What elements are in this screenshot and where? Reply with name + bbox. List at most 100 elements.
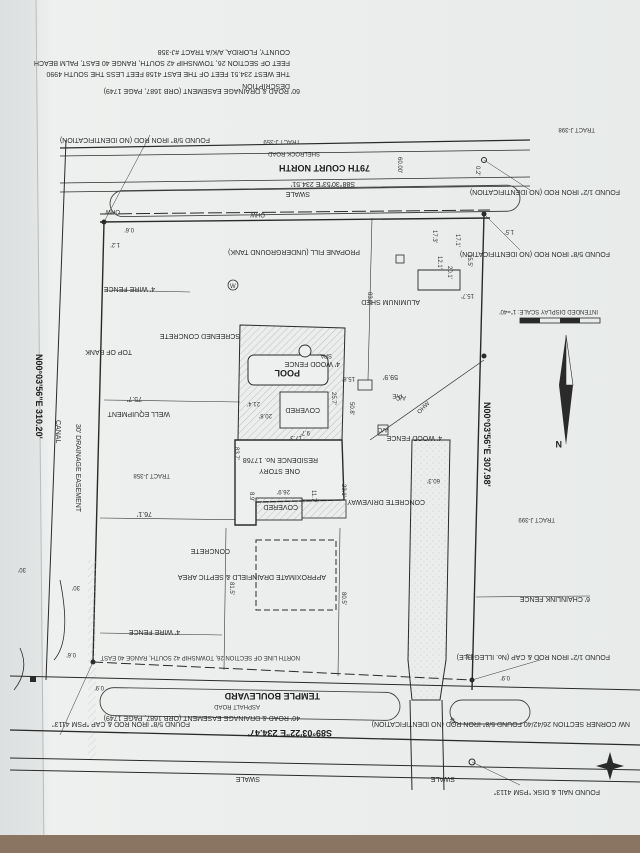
residence-line1: ONE STORY	[259, 467, 300, 474]
propane-label: PROPANE FILL (UNDERGROUND TANK)	[228, 248, 360, 255]
dim-815: 81.5'	[228, 582, 234, 595]
driveway-label: CONCRETE DRIVEWAY	[347, 498, 425, 505]
residence-complex	[234, 324, 389, 526]
south-street-name: TEMPLE BOULEVARD	[224, 691, 320, 701]
pe-box	[357, 379, 373, 391]
dim-837: 83.7'	[233, 447, 239, 460]
se-cap-label: FOUND 1/2" IRON ROD & CAP (No. ILLEGIBLE…	[457, 653, 610, 660]
spa-label: SPA	[320, 352, 332, 358]
ohw-north-label-2: OHW	[250, 211, 265, 217]
dim-757: 75.7'	[127, 395, 142, 402]
svg-text:N: N	[556, 439, 563, 449]
nw-rod-label: FOUND 5/8" IRON ROD (NO IDENTIFICATION)	[60, 136, 210, 143]
dim-231: 23.1'	[340, 484, 346, 497]
north-arrow-icon: N	[556, 334, 574, 449]
ac-label-2: A/C	[377, 426, 388, 432]
wire-fence-south: 4' WIRE FENCE	[129, 628, 180, 635]
ac-unit	[377, 424, 389, 436]
dim-97: 9.7'	[301, 429, 311, 435]
canal-label: CANAL	[54, 420, 61, 443]
shed-label: ALUMINUM SHED	[361, 298, 420, 305]
dim-09: 0.9'	[95, 684, 105, 690]
dim-208: 20.8'	[259, 412, 272, 418]
dim-30-south: 30'	[72, 584, 80, 590]
dim-11: 1.1'	[465, 652, 475, 658]
west-boundary-bearing: N00°03'56"E 310.20'	[34, 354, 44, 439]
dim-60: 60.00'	[396, 157, 402, 173]
wire-fence-west: 4' WIRE FENCE	[104, 285, 155, 292]
dim-09-east: 0.9'	[501, 674, 511, 680]
description-line3: COUNTY, FLORIDA, A/K/A TRACT #J-358	[158, 48, 290, 55]
dim-12: 1.2'	[111, 241, 121, 247]
dim-25: 25.7'	[330, 392, 336, 405]
spa	[298, 344, 312, 358]
description-block: DESCRIPTION THE WEST 234.51 FEET OF THE …	[34, 48, 290, 89]
section-line: NORTH LINE OF SECTION 26, TOWNSHIP 42 SO…	[100, 654, 300, 660]
dim-214: 21.4'	[247, 400, 260, 406]
ohw-north-label: OHW	[105, 208, 120, 214]
chainlink-fence: 6' CHAINLINK FENCE	[519, 595, 590, 602]
south-street-alt: ASPHALT ROAD	[214, 703, 260, 709]
description-heading: DESCRIPTION	[242, 82, 290, 89]
septic-label: APPROXIMATE DRAINFIELD & SEPTIC AREA	[178, 573, 326, 580]
wood-fence-north: 4' WOOD FENCE	[284, 360, 340, 367]
description-line2: FEET OF SECTION 26, TOWNSHIP 42 SOUTH, R…	[34, 59, 290, 66]
ac-label-1: A/C	[395, 394, 406, 400]
covered-label-north: COVERED	[285, 406, 320, 413]
dim-155: 15.5'	[466, 254, 472, 267]
nw-corner-monument-icon	[30, 676, 36, 682]
screened-concrete-label: SCREENED CONCRETE	[160, 332, 240, 339]
dim-83: 83.0'	[366, 292, 372, 305]
pool	[247, 354, 329, 386]
dim-89: 8.9'	[248, 492, 254, 502]
ne-rod-half-icon	[481, 157, 487, 163]
monuments	[30, 134, 541, 786]
nw-corner-label: NW CORNER SECTION 26/42/40 FOUND 5/8" IR…	[372, 720, 630, 727]
north-swale	[109, 184, 521, 218]
dim-158: 15.8'	[342, 375, 355, 381]
pool-label: POOL	[274, 368, 300, 378]
nail-disk-icon	[468, 758, 476, 766]
north-street-alt: SHELROCK ROAD	[267, 150, 320, 156]
well-equipment: WELL EQUIPMENT	[107, 410, 170, 417]
concrete-label: CONCRETE	[190, 547, 230, 554]
north-street-name: 79TH COURT NORTH	[279, 163, 370, 173]
dim-40: 40'	[448, 717, 454, 725]
north-bearing: S88°30'53"E 234.51'	[291, 180, 355, 188]
compass-rose-icon	[596, 752, 624, 780]
dim-269: 26.9'	[277, 488, 290, 494]
tract-north: TRACT J-359	[263, 138, 300, 144]
dim-599: 59.9'	[383, 373, 398, 380]
south-swale-east	[449, 699, 531, 725]
tract-northeast: TRACT J-398	[558, 126, 595, 132]
nail-label: FOUND NAIL & DISK "PSM 4113"	[493, 788, 600, 795]
dim-30-west: 30'	[18, 566, 26, 572]
tract-center: TRACT J-358	[133, 472, 170, 478]
south-road	[9, 675, 640, 791]
dim-761: 76.1'	[137, 510, 152, 517]
swale-north-label: SWALE	[285, 190, 310, 197]
propane-tank	[395, 254, 405, 264]
drainage-easement: 30' DRAINAGE EASEMENT	[74, 424, 81, 513]
tree-icon	[227, 279, 239, 291]
dim-117: 11.7'	[310, 490, 316, 502]
wood-fence-east: 4' WOOD FENCE	[386, 434, 442, 441]
ne-rod-58-label: FOUND 5/8" IRON ROD (NO IDENTIFICATION)	[460, 250, 610, 257]
swale-south-west: SWALE	[235, 775, 260, 782]
septic-area	[255, 539, 337, 611]
pe-label: P/E	[392, 392, 402, 398]
dim-157: 15.7'	[461, 292, 474, 298]
tree-symbol-label: W	[230, 284, 236, 290]
east-boundary-bearing: N00°03'56"E 307.98'	[482, 402, 492, 487]
swale-south-east: SWALE	[430, 775, 455, 782]
dim-805: 80.5'	[340, 592, 346, 605]
scale-label: INTENDED DISPLAY SCALE: 1"=40'	[499, 308, 598, 314]
sw-rod-label: FOUND 5/8" IRON ROD & CAP "PSM 4113"	[52, 720, 190, 727]
dim-15: 1.5'	[505, 228, 515, 234]
covered-patio-north	[279, 391, 329, 429]
scale-bar: INTENDED DISPLAY SCALE: 1"=40'	[499, 308, 601, 324]
dim-121: 12.1'	[436, 256, 442, 269]
south-swale-west	[99, 687, 401, 721]
